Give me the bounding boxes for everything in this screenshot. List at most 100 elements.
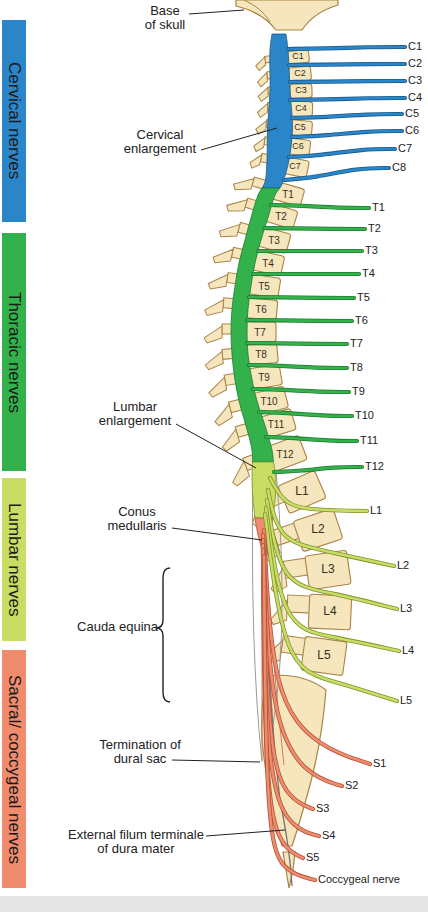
spinous-process [255, 57, 266, 71]
nerve-label: C5 [405, 107, 419, 119]
spinal-nerve [289, 64, 405, 65]
nerve-outline [267, 500, 397, 609]
cord-segment [262, 34, 293, 188]
nerve-label: C4 [408, 91, 422, 103]
vertebra-label: T4 [262, 258, 274, 269]
nerve-label: S1 [373, 757, 386, 769]
nerve-fill [264, 530, 370, 764]
vertebral-body [308, 594, 352, 630]
leader-line [172, 760, 260, 762]
vertebral-body [244, 322, 276, 342]
skull-contour [244, 0, 270, 22]
vertebra-label: L4 [323, 605, 336, 618]
vertebral-body [290, 84, 312, 99]
region-title: Lumbar nerves [4, 503, 24, 616]
leader-line [176, 424, 256, 468]
nerve-fill [253, 389, 349, 392]
spinal-nerve [264, 530, 370, 764]
nerve-outline [249, 297, 354, 298]
spinous-process [212, 404, 234, 426]
nerve-fill [270, 478, 367, 511]
vertebra-label: C6 [292, 142, 304, 152]
vertebra-label: L5 [317, 649, 330, 662]
nerve-label: T7 [350, 337, 363, 349]
skull-base [236, 0, 338, 30]
nerve-fill [266, 437, 357, 441]
region-band: Sacral/ coccygeal nerves [2, 650, 26, 888]
anatomy-callout: Base of skull [144, 4, 186, 33]
spinous-process [253, 137, 265, 153]
nerve-label: S3 [316, 802, 329, 814]
spinal-nerve [264, 228, 365, 229]
spinal-nerve [266, 437, 357, 441]
region-band: Thoracic nerves [2, 233, 26, 471]
region-band: Cervical nerves [2, 20, 26, 222]
nerve-label: T8 [350, 361, 363, 373]
spinal-nerve [292, 131, 402, 137]
nerve-outline [264, 228, 365, 229]
nerve-label: L1 [370, 504, 382, 516]
nerve-label: C3 [408, 74, 422, 86]
nerve-label: T12 [365, 460, 384, 472]
nerve-outline [253, 272, 359, 276]
nerve-fill [259, 412, 352, 416]
nerve-fill [274, 467, 362, 472]
nerve-label: Coccygeal nerve [318, 873, 400, 885]
nerve-outline [266, 508, 399, 651]
nerve-outline [292, 114, 402, 118]
vertebra-label: T5 [258, 281, 270, 292]
nerve-outline [264, 530, 370, 764]
nerve-fill [247, 343, 347, 344]
nerve-outline [247, 343, 347, 344]
nerve-fill [289, 149, 395, 157]
nerve-fill [288, 47, 405, 49]
vertebra-label: T1 [282, 189, 294, 200]
spinous-process [207, 272, 227, 292]
nerve-label: C1 [408, 40, 422, 52]
spinous-process [218, 220, 240, 241]
spinal-nerve [267, 500, 397, 609]
leader-line [206, 830, 285, 836]
vertebra-label: T3 [268, 235, 280, 246]
spinous-process [207, 377, 228, 397]
vertebral-body [286, 49, 309, 64]
anatomy-callout: Termination of dural sac [90, 738, 190, 767]
vertebral-arches [204, 54, 312, 669]
nerve-label: C7 [398, 142, 412, 154]
region-band: Lumbar nerves [2, 478, 26, 641]
nerve-label: C8 [392, 161, 406, 173]
spinal-nerve [292, 114, 402, 118]
spinal-nerves [247, 47, 405, 880]
vertebral-body [288, 66, 311, 82]
vertebra-label: T7 [254, 327, 266, 338]
spinous-process [204, 351, 223, 370]
anatomy-callout: Cervical enlargement [108, 128, 212, 157]
nerve-fill [271, 205, 369, 208]
spinal-nerve [270, 478, 367, 511]
nerve-outline [292, 131, 402, 137]
spinal-nerve [259, 412, 352, 416]
nerve-fill [290, 81, 405, 82]
nerve-fill [253, 273, 359, 276]
nerve-outline [271, 205, 369, 208]
nerve-outline [249, 365, 347, 368]
vertebra-label: T11 [268, 419, 285, 430]
spinal-nerve [271, 205, 369, 208]
nerve-label: L3 [400, 602, 412, 614]
vertebra-label: T8 [255, 349, 267, 360]
vertebra-label: C4 [295, 104, 307, 114]
nerve-label: T1 [372, 201, 385, 213]
pedicle [287, 595, 312, 613]
spinal-nerve [247, 343, 347, 344]
nerve-fill [292, 131, 402, 137]
nerve-outline [270, 478, 367, 511]
nerve-outline [265, 514, 397, 701]
nerve-fill [258, 250, 362, 253]
vertebra-label: C3 [295, 86, 307, 96]
vertebra-label: T6 [255, 304, 267, 315]
nerve-outline [253, 389, 349, 392]
spinous-process [204, 298, 223, 316]
leader-line [172, 528, 262, 540]
spinous-process [257, 73, 268, 87]
